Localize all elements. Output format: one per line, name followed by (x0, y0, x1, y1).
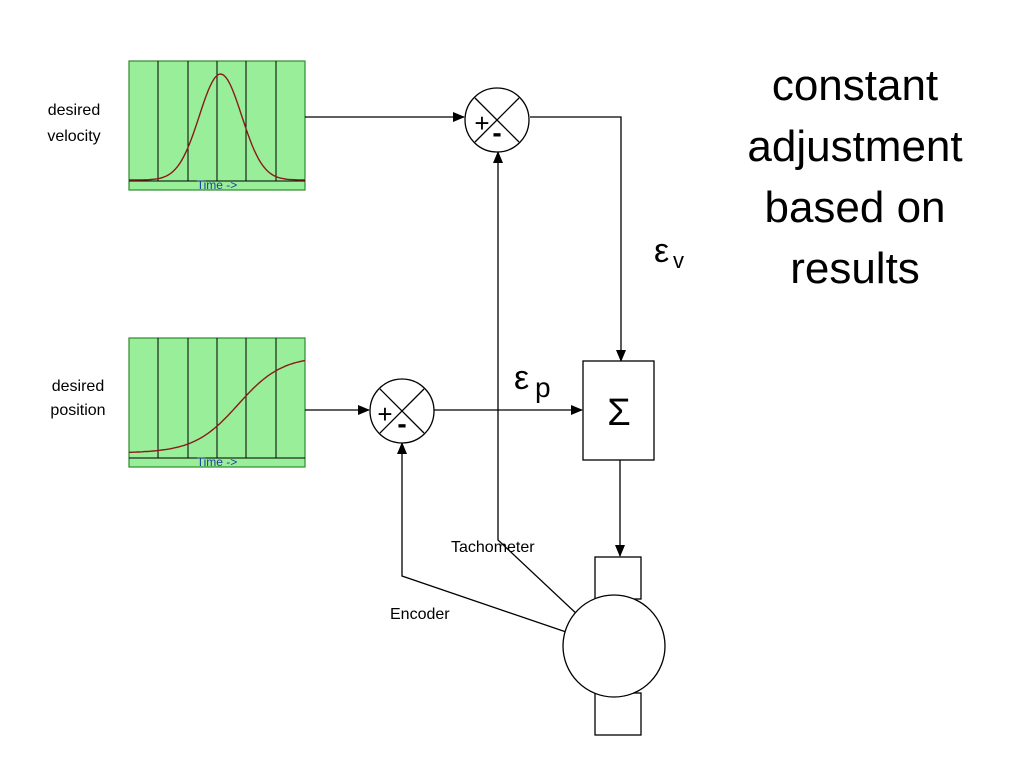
velocity-time-axis-label: Time -> (197, 178, 238, 192)
velocity-summing-junction: + - (464, 87, 530, 153)
velocity-junction-plus: + (474, 108, 489, 138)
motor (562, 556, 666, 736)
side-note-line1: constant (771, 61, 939, 110)
motor-top-terminal (594, 556, 642, 600)
side-note: constant adjustment based on results (712, 55, 998, 299)
position-error-symbol: ε (514, 359, 529, 397)
velocity-plot-gridlines (129, 61, 305, 182)
position-error-label: ε p (514, 359, 551, 403)
position-junction-plus: + (377, 399, 392, 429)
position-s-curve (129, 359, 306, 453)
tachometer-feedback-arrow (493, 151, 614, 649)
side-note-line3: based on (764, 183, 946, 232)
summing-block-sigma: Σ (607, 392, 631, 434)
position-label-line1: desired (52, 378, 104, 395)
position-summing-junction: + - (369, 378, 435, 444)
encoder-label: Encoder (390, 606, 450, 623)
velocity-label-line2: velocity (47, 128, 100, 145)
side-note-line2: adjustment (747, 122, 963, 171)
position-time-axis-label: Time -> (197, 455, 238, 469)
velocity-profile-plot: Time -> (128, 60, 306, 192)
velocity-bell-curve (129, 73, 306, 181)
position-profile-plot: Time -> (128, 337, 306, 469)
summing-block-box (582, 360, 655, 461)
position-error-subscript: p (535, 372, 551, 403)
velocity-label-line1: desired (48, 102, 100, 119)
velocity-error-label: ε v (654, 232, 684, 273)
position-plot-gridlines (129, 338, 305, 459)
summing-block: Σ (582, 360, 655, 461)
motor-body (562, 594, 666, 698)
motor-bottom-terminal (594, 692, 642, 736)
side-note-line4: results (790, 244, 920, 293)
velocity-error-subscript: v (673, 248, 684, 273)
velocity-error-arrow (530, 116, 626, 362)
velocity-junction-minus: - (492, 117, 501, 148)
velocity-error-symbol: ε (654, 232, 669, 270)
encoder-feedback-arrow (397, 442, 614, 649)
tachometer-label: Tachometer (451, 539, 535, 556)
position-label-line2: position (50, 402, 105, 419)
position-junction-minus: - (397, 408, 406, 439)
signal-lines (305, 112, 626, 649)
